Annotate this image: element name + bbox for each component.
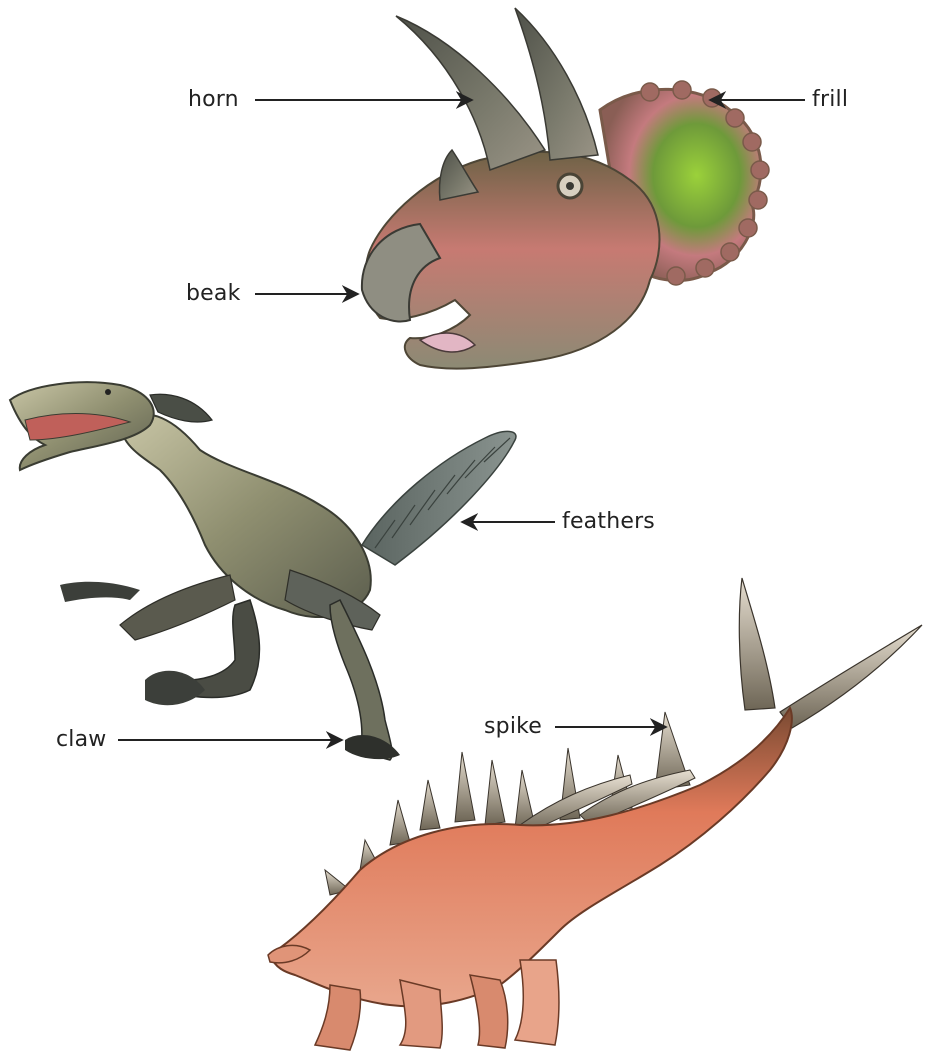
label-beak: beak [186, 283, 241, 305]
label-horn: horn [188, 89, 239, 111]
arm-feathers [120, 575, 235, 640]
label-claw: claw [56, 729, 106, 751]
label-frill: frill [812, 89, 848, 111]
raptor [10, 382, 516, 760]
label-feathers: feathers [562, 511, 655, 533]
stegosaur [268, 578, 922, 1050]
tail-spike-1 [739, 578, 775, 710]
triceratops-head [362, 8, 769, 369]
tail-feathers [362, 431, 516, 565]
raptor-claw [345, 735, 400, 759]
label-spike: spike [484, 716, 542, 738]
horn-left [396, 16, 545, 170]
tail-spike-2 [780, 625, 922, 728]
